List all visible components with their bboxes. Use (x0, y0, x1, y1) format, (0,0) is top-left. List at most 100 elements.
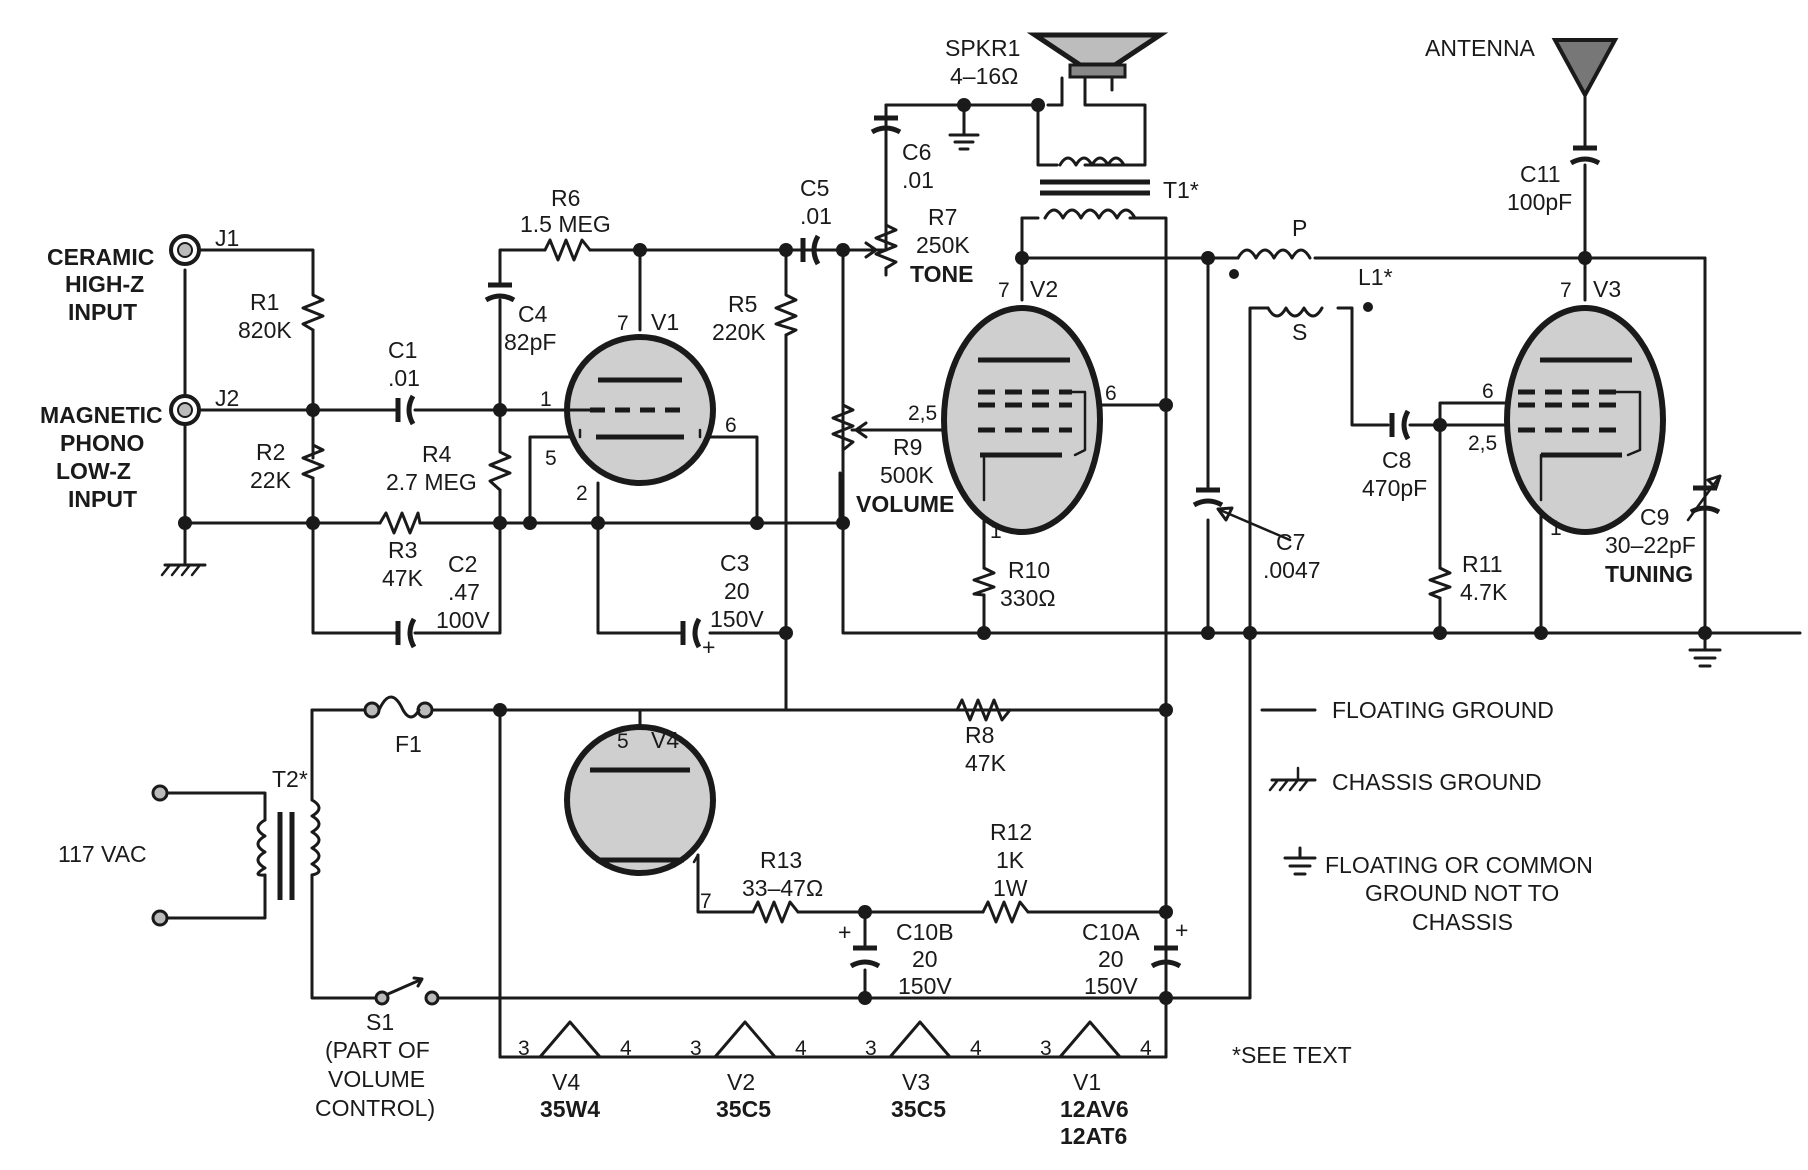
svg-text:L1*: L1* (1358, 264, 1393, 290)
svg-text:PHONO: PHONO (60, 430, 144, 456)
svg-text:7: 7 (700, 890, 712, 913)
svg-text:35C5: 35C5 (891, 1096, 946, 1122)
svg-text:GROUND NOT TO: GROUND NOT TO (1365, 880, 1559, 906)
capacitor-c10b (849, 945, 881, 969)
svg-text:6: 6 (1105, 382, 1117, 405)
capacitor-c10a (1150, 945, 1182, 969)
svg-text:C10A: C10A (1082, 919, 1140, 945)
svg-text:V2: V2 (727, 1069, 755, 1095)
potentiometer-r7-tone[interactable] (848, 223, 898, 277)
tube-v3 (1504, 305, 1666, 535)
svg-text:4: 4 (1140, 1037, 1152, 1060)
resistor-r8 (955, 698, 1012, 722)
svg-text:150V: 150V (1084, 973, 1138, 999)
svg-text:J1: J1 (215, 225, 239, 251)
svg-text:V4: V4 (552, 1069, 580, 1095)
svg-text:+: + (838, 919, 851, 945)
svg-text:FLOATING OR COMMON: FLOATING OR COMMON (1325, 852, 1593, 878)
svg-text:R5: R5 (728, 291, 757, 317)
svg-text:4: 4 (620, 1037, 632, 1060)
svg-text:C9: C9 (1640, 504, 1669, 530)
svg-text:V3: V3 (1593, 276, 1621, 302)
svg-text:C7: C7 (1276, 529, 1305, 555)
antenna-symbol (1551, 38, 1619, 100)
svg-text:.01: .01 (902, 167, 934, 193)
svg-text:150V: 150V (898, 973, 952, 999)
ground-symbol-main (1688, 648, 1722, 668)
svg-text:V1: V1 (651, 309, 679, 335)
svg-text:.47: .47 (448, 579, 480, 605)
svg-text:R6: R6 (551, 185, 580, 211)
svg-text:1: 1 (1550, 517, 1562, 540)
svg-text:7: 7 (998, 279, 1010, 302)
svg-text:35C5: 35C5 (716, 1096, 771, 1122)
svg-text:1: 1 (990, 520, 1002, 543)
svg-text:ANTENNA: ANTENNA (1425, 35, 1536, 61)
svg-text:1K: 1K (996, 847, 1025, 873)
svg-text:150V: 150V (710, 606, 764, 632)
svg-text:500K: 500K (880, 462, 934, 488)
svg-text:C10B: C10B (896, 919, 954, 945)
svg-text:22K: 22K (250, 467, 292, 493)
svg-text:5: 5 (545, 447, 557, 470)
svg-text:(PART OF: (PART OF (325, 1037, 430, 1063)
svg-text:6: 6 (1482, 380, 1494, 403)
capacitor-c9-tuning[interactable] (1686, 474, 1722, 522)
svg-text:LOW-Z: LOW-Z (56, 458, 131, 484)
jack-j2[interactable] (169, 394, 201, 426)
svg-text:R8: R8 (965, 722, 994, 748)
svg-text:117 VAC: 117 VAC (58, 841, 147, 867)
svg-text:R12: R12 (990, 819, 1032, 845)
svg-text:R7: R7 (928, 204, 957, 230)
svg-text:CONTROL): CONTROL) (315, 1095, 435, 1121)
svg-text:100V: 100V (436, 607, 490, 633)
svg-text:100pF: 100pF (1507, 189, 1572, 215)
capacitor-c5 (800, 234, 821, 266)
svg-text:33–47Ω: 33–47Ω (742, 875, 823, 901)
svg-text:F1: F1 (395, 731, 422, 757)
svg-text:R11: R11 (1462, 551, 1503, 577)
svg-text:4: 4 (795, 1037, 807, 1060)
switch-s1[interactable] (374, 976, 440, 1006)
svg-text:5: 5 (617, 730, 629, 753)
capacitor-c11 (1569, 145, 1601, 166)
tube-labels: V1 V2 V3 V4 (651, 276, 1621, 753)
resistor-r11 (1428, 566, 1452, 600)
svg-text:20: 20 (724, 578, 750, 604)
svg-text:FLOATING GROUND: FLOATING GROUND (1332, 697, 1554, 723)
svg-text:47K: 47K (965, 750, 1007, 776)
polarity-marks: + + + (702, 634, 1188, 945)
svg-text:V1: V1 (1073, 1069, 1101, 1095)
resistor-r10 (972, 566, 996, 597)
transformer-t2 (256, 798, 321, 900)
svg-text:J2: J2 (215, 385, 239, 411)
svg-text:3: 3 (1040, 1037, 1052, 1060)
svg-text:HIGH-Z: HIGH-Z (65, 271, 144, 297)
input-labels: CERAMIC HIGH-Z INPUT MAGNETIC PHONO LOW-… (40, 225, 239, 512)
svg-text:3: 3 (690, 1037, 702, 1060)
resistor-r2 (301, 438, 325, 480)
svg-text:C6: C6 (902, 139, 931, 165)
capacitor-c2 (395, 617, 417, 649)
svg-text:2.7 MEG: 2.7 MEG (386, 469, 477, 495)
svg-text:C8: C8 (1382, 447, 1411, 473)
resistor-r5 (774, 288, 798, 337)
potentiometer-r9-volume[interactable] (831, 403, 868, 452)
svg-text:2,5: 2,5 (1468, 432, 1497, 455)
svg-text:T2*: T2* (272, 766, 308, 792)
svg-text:CHASSIS: CHASSIS (1412, 909, 1513, 935)
fuse-f1 (363, 695, 434, 719)
svg-text:7: 7 (1560, 279, 1572, 302)
resistor-r3 (378, 511, 422, 535)
svg-text:V4: V4 (651, 727, 679, 753)
svg-text:C5: C5 (800, 175, 829, 201)
junction-dots (178, 98, 1712, 1005)
svg-text:C11: C11 (1520, 161, 1561, 187)
svg-text:20: 20 (912, 946, 938, 972)
capacitor-c1 (395, 394, 416, 426)
svg-text:TONE: TONE (910, 261, 973, 287)
jack-j1[interactable] (169, 234, 201, 266)
svg-text:2: 2 (576, 482, 588, 505)
svg-text:R2: R2 (256, 439, 285, 465)
svg-text:R9: R9 (893, 434, 922, 460)
